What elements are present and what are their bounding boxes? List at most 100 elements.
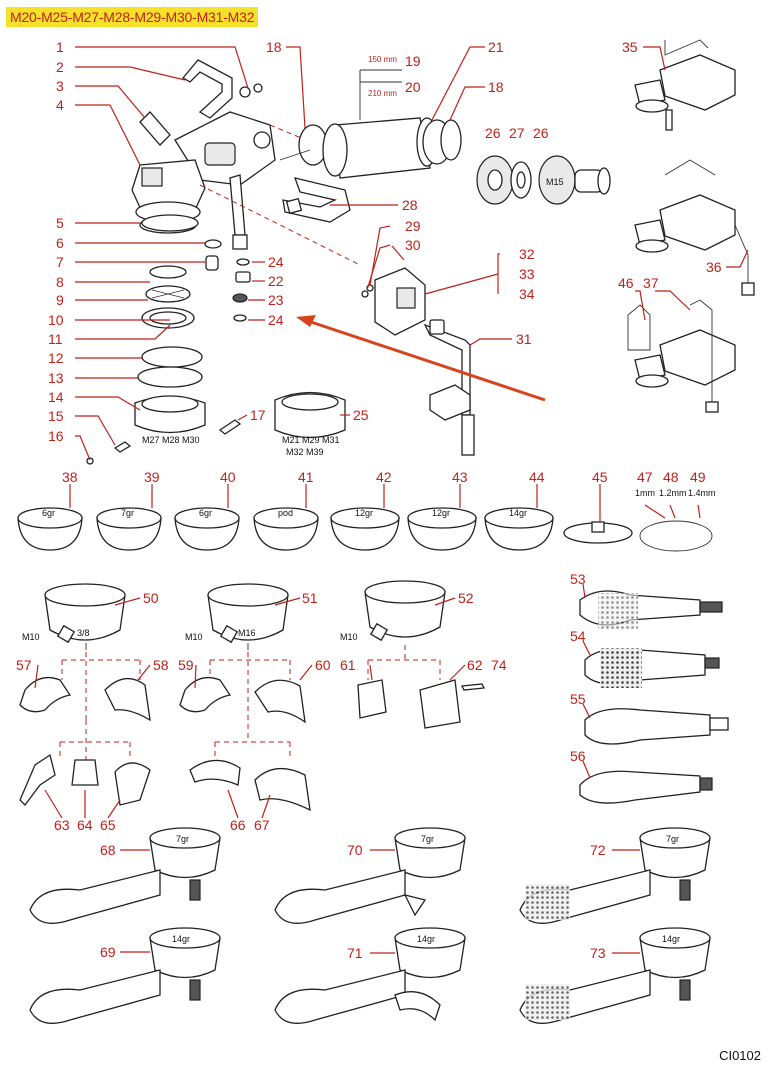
thread-m15: M15: [546, 177, 564, 187]
callout-48: 48: [663, 469, 679, 485]
callout-35: 35: [622, 39, 638, 55]
callout-40: 40: [220, 469, 236, 485]
holder-label: 7gr: [666, 834, 679, 844]
spouts: [19, 676, 486, 812]
model-group-m21-line2: M32 M39: [286, 447, 324, 457]
callout-61: 61: [340, 657, 356, 673]
callout-7: 7: [56, 254, 64, 270]
holder-label: 14gr: [417, 934, 435, 944]
callout-26a: 26: [485, 125, 501, 141]
callout-55: 55: [570, 691, 586, 707]
callout-25: 25: [353, 407, 369, 423]
model-group-m27: M27 M28 M30: [142, 435, 200, 445]
callout-71: 71: [347, 945, 363, 961]
group-head-small-parts: [86, 214, 346, 465]
portafilter: [519, 927, 711, 1024]
callout-18b: 18: [488, 79, 504, 95]
callout-46: 46: [618, 275, 634, 291]
callout-10: 10: [48, 312, 64, 328]
callout-69: 69: [100, 944, 116, 960]
blind-disc: [563, 521, 633, 544]
callout-22: 22: [268, 273, 284, 289]
model-group-m21-line1: M21 M29 M31: [282, 435, 340, 445]
dash-guide: [59, 720, 131, 760]
callout-8: 8: [56, 274, 64, 290]
callout-14: 14: [48, 389, 64, 405]
dose-labels: 6gr 7gr 6gr pod 12gr 12gr 14gr 7gr 14gr …: [42, 508, 680, 944]
callout-66: 66: [230, 817, 246, 833]
assembly-dash-line: [199, 184, 361, 266]
callout-3: 3: [56, 78, 64, 94]
basket-label: 14gr: [509, 508, 527, 518]
portafilter: [519, 827, 711, 924]
size-1mm: 1mm: [635, 488, 655, 498]
callout-64: 64: [77, 817, 93, 833]
callout-12: 12: [48, 350, 64, 366]
dash-guide: [209, 652, 291, 760]
dash-guide: [61, 652, 141, 720]
callout-72: 72: [590, 842, 606, 858]
spring-clip: [639, 520, 713, 552]
callout-44: 44: [529, 469, 545, 485]
callout-26b: 26: [533, 125, 549, 141]
callout-27: 27: [509, 125, 525, 141]
basket: [96, 507, 162, 551]
handles: [579, 590, 729, 804]
callout-57: 57: [16, 657, 32, 673]
callout-56: 56: [570, 748, 586, 764]
size-1-4mm: 1.4mm: [688, 488, 716, 498]
thread-m10-a: M10: [22, 632, 40, 642]
holder-label: 14gr: [662, 934, 680, 944]
callout-45: 45: [592, 469, 608, 485]
callout-42: 42: [376, 469, 392, 485]
annotations: 150 mm 210 mm M15 M27 M28 M30 M21 M29 M3…: [22, 55, 716, 642]
callout-6: 6: [56, 235, 64, 251]
callout-49: 49: [690, 469, 706, 485]
basket: [407, 507, 477, 551]
callout-41: 41: [298, 469, 314, 485]
callout-13: 13: [48, 370, 64, 386]
basket-label: 6gr: [199, 508, 212, 518]
callout-9: 9: [56, 292, 64, 308]
basket: [484, 507, 554, 551]
portafilter: [274, 827, 466, 924]
basket: [174, 507, 240, 551]
callout-31: 31: [516, 331, 532, 347]
callout-18a: 18: [266, 39, 282, 55]
holder-label: 7gr: [421, 834, 434, 844]
callout-17: 17: [250, 407, 266, 423]
pointer-arrow: [304, 318, 546, 402]
callout-20: 20: [405, 79, 421, 95]
callout-73: 73: [590, 945, 606, 961]
filter-baskets: [17, 507, 713, 552]
callout-21: 21: [488, 39, 504, 55]
callout-34: 34: [519, 286, 535, 302]
callout-50: 50: [143, 590, 159, 606]
holder-label: 14gr: [172, 934, 190, 944]
callout-labels: 1 2 3 4 5 6 7 8 9 10 11 12 13 14 15 16 1…: [16, 39, 722, 961]
callout-30: 30: [405, 237, 421, 253]
gasket-5: [141, 214, 199, 232]
callout-15: 15: [48, 408, 64, 424]
thread-3-8: 3/8: [77, 628, 90, 638]
solenoid-valve: [361, 267, 475, 456]
callout-67: 67: [254, 817, 270, 833]
callout-2: 2: [56, 59, 64, 75]
callout-11: 11: [48, 331, 63, 347]
dimension-210mm: 210 mm: [368, 89, 397, 98]
callout-28: 28: [402, 197, 418, 213]
leader-lines: [34, 46, 749, 954]
dimension-150mm: 150 mm: [368, 55, 397, 64]
callout-19: 19: [405, 53, 421, 69]
flange-assembly: [476, 155, 611, 205]
callout-53: 53: [570, 571, 586, 587]
basket: [17, 507, 83, 551]
thread-m16: M16: [238, 628, 256, 638]
dash-guide: [367, 645, 441, 680]
callout-74: 74: [491, 657, 507, 673]
basket: [330, 507, 400, 551]
callout-58: 58: [153, 657, 169, 673]
callout-37: 37: [643, 275, 659, 291]
holder-label: 7gr: [176, 834, 189, 844]
